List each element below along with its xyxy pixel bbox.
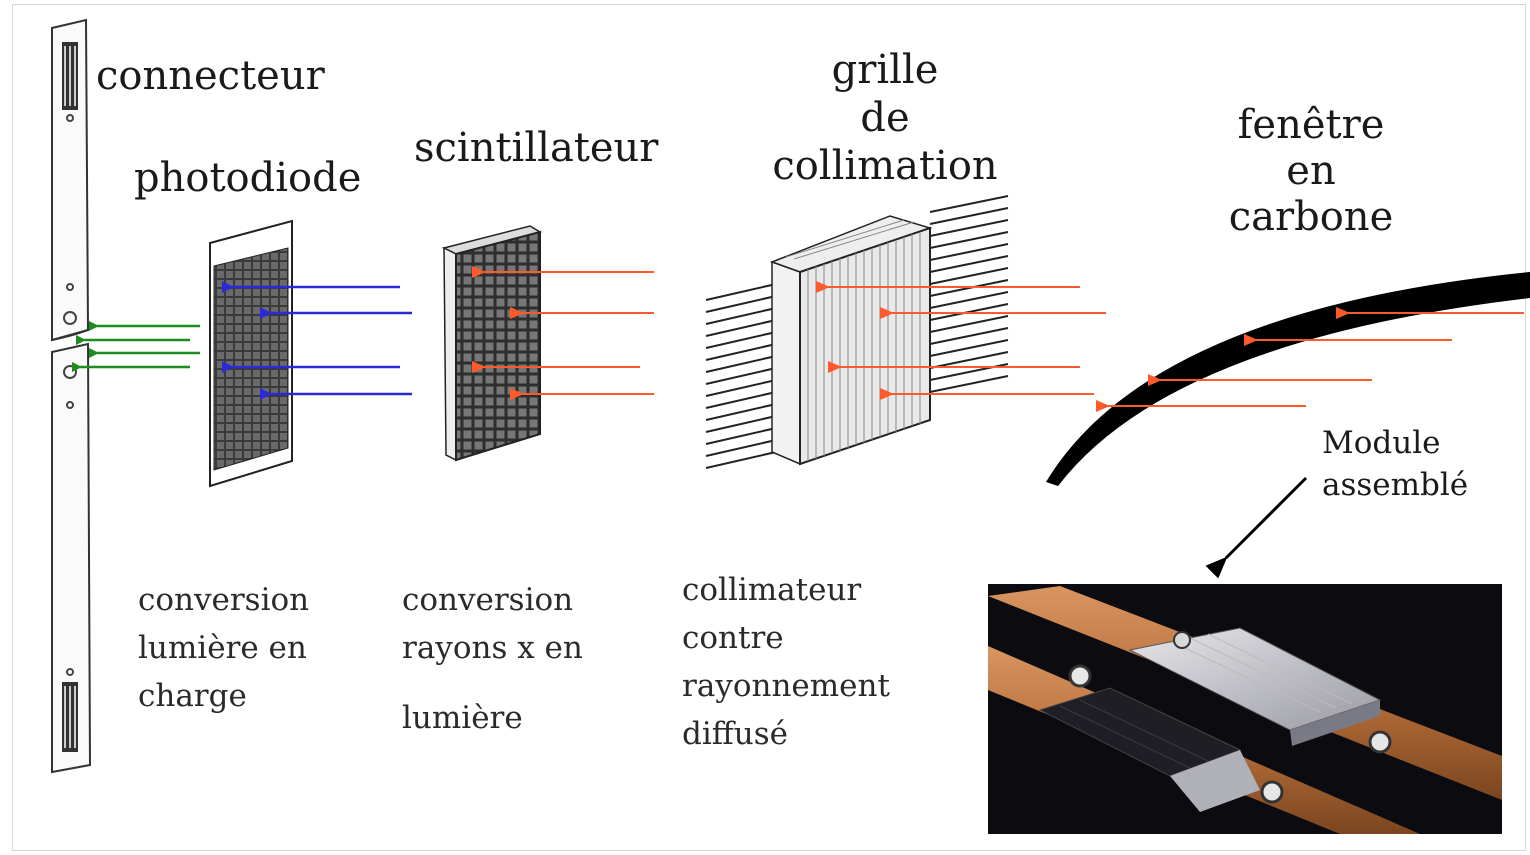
label-grille: grille de collimation — [772, 47, 998, 189]
red-arrows-collimator — [816, 281, 1106, 400]
green-arrows — [72, 321, 200, 372]
desc-collimateur: collimateur contre rayonnement diffusé — [682, 572, 890, 752]
connector-strip — [51, 18, 92, 774]
figure-frame — [12, 4, 1526, 851]
red-arrows-window — [1096, 307, 1524, 412]
assembled-module-photo — [988, 584, 1502, 834]
label-connecteur: connecteur — [96, 53, 325, 99]
desc-scintillateur: conversion rayons x en lumière — [402, 582, 583, 736]
label-photodiode: photodiode — [134, 155, 362, 201]
label-fenetre: fenêtre en carbone — [1228, 102, 1394, 240]
module-pointer-arrow — [1205, 476, 1308, 579]
blue-arrows — [222, 281, 412, 400]
label-module-assemble: Module assemblé — [1322, 425, 1469, 503]
collimation-grid — [705, 195, 1009, 469]
photodiode-panel — [209, 219, 293, 488]
red-arrows-scintillator — [472, 266, 654, 400]
label-scintillateur: scintillateur — [414, 125, 659, 171]
carbon-window-arc — [1046, 272, 1530, 486]
desc-photodiode: conversion lumière en charge — [138, 582, 310, 714]
scintillator-block — [441, 225, 542, 462]
